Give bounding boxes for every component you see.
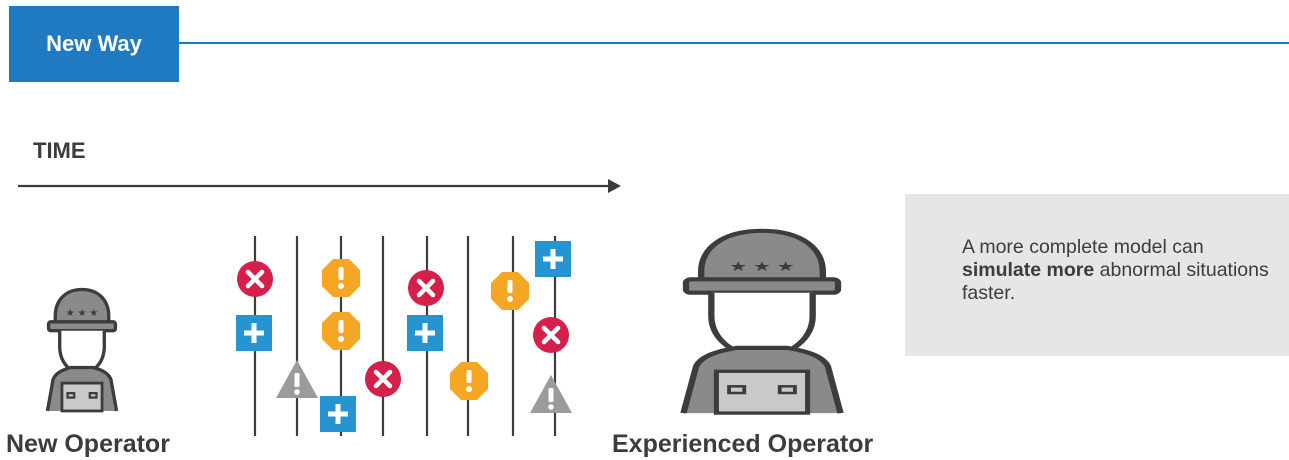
- info-text-part: abnormal situations faster.: [962, 259, 1269, 304]
- time-arrow-head: [608, 179, 621, 193]
- info-text-emphasis: simulate more: [962, 259, 1095, 281]
- error-x-icon: [365, 361, 401, 397]
- header-divider: [179, 42, 1289, 44]
- plus-square-icon: [320, 396, 356, 432]
- error-x-icon: [408, 270, 444, 306]
- error-x-icon: [237, 261, 273, 297]
- plus-square-icon: [535, 241, 571, 277]
- info-text: A more complete model can simulate more …: [962, 236, 1282, 305]
- header-tab-label: New Way: [46, 31, 142, 56]
- error-x-icon: [533, 317, 569, 353]
- svg-text:★ ★ ★: ★ ★ ★: [729, 258, 795, 274]
- warning-octagon-icon: [491, 272, 529, 310]
- info-text-part: A more complete model can: [962, 236, 1204, 258]
- info-box: A more complete model can simulate more …: [905, 194, 1289, 356]
- warning-octagon-icon: [322, 312, 360, 350]
- caution-triangle-icon: [530, 375, 572, 413]
- experienced-operator-label: Experienced Operator: [612, 430, 874, 458]
- warning-octagon-icon: [450, 362, 488, 400]
- plus-square-icon: [407, 315, 443, 351]
- caution-triangle-icon: [276, 360, 318, 398]
- plus-square-icon: [236, 315, 272, 351]
- new-operator-figure: ★ ★ ★: [45, 287, 119, 413]
- experienced-operator-figure: ★ ★ ★: [680, 228, 844, 415]
- new-operator-label: New Operator: [6, 430, 170, 458]
- operator-icon: ★ ★ ★: [45, 287, 119, 413]
- warning-octagon-icon: [322, 259, 360, 297]
- abnormal-events-diagram: [236, 236, 572, 436]
- svg-text:★ ★ ★: ★ ★ ★: [66, 308, 99, 319]
- event-lines: [253, 236, 557, 436]
- time-arrow: [18, 179, 621, 193]
- time-label: TIME: [33, 138, 86, 163]
- header-tab: New Way: [9, 6, 179, 82]
- operator-icon: ★ ★ ★: [680, 228, 844, 415]
